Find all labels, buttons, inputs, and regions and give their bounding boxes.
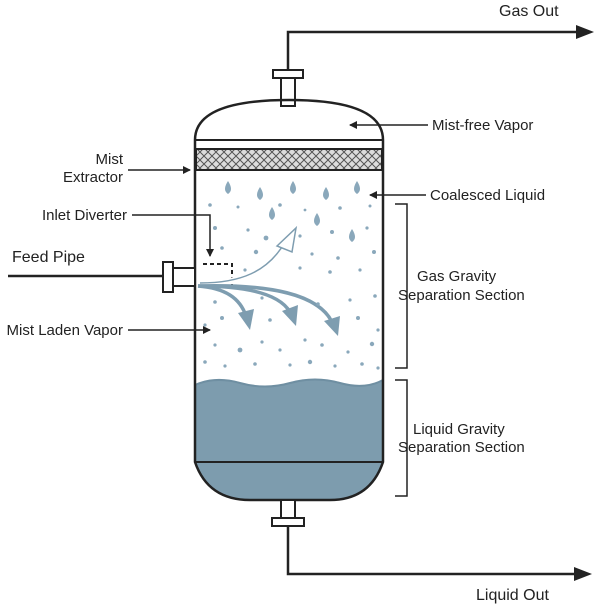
coalesced-liquid-label: Coalesced Liquid bbox=[430, 187, 545, 204]
inlet-flange bbox=[162, 261, 174, 293]
mist-particle bbox=[260, 296, 264, 300]
mist-particle bbox=[338, 206, 342, 210]
liquid-section-bracket bbox=[395, 379, 408, 497]
mist-particle bbox=[346, 350, 350, 354]
flow-arrow-1 bbox=[197, 284, 248, 317]
vessel-shell bbox=[193, 98, 385, 502]
mist-particle bbox=[203, 323, 207, 327]
droplet bbox=[290, 181, 296, 194]
mist-particle bbox=[220, 316, 224, 320]
liquid-volume bbox=[195, 379, 383, 500]
mist-particles bbox=[203, 203, 380, 370]
mist-particle bbox=[307, 359, 313, 365]
liquid-out-label: Liquid Out bbox=[476, 587, 549, 604]
liquid-gravity-label-line2: Separation Section bbox=[398, 439, 525, 456]
liquid-out-arrow-head bbox=[574, 567, 592, 581]
droplet bbox=[225, 181, 231, 194]
mist-particle bbox=[336, 256, 340, 260]
mist-particle bbox=[368, 204, 372, 208]
mist-particle bbox=[356, 316, 360, 320]
mist-particle bbox=[253, 249, 259, 255]
gas-outlet-nozzle bbox=[280, 77, 296, 107]
mist-particle bbox=[246, 228, 250, 232]
rising-vapor-arrow-head bbox=[275, 225, 298, 254]
mist-free-vapor-label: Mist-free Vapor bbox=[432, 117, 533, 134]
mist-particle bbox=[348, 298, 352, 302]
gas-outlet-pipe bbox=[272, 25, 594, 107]
mist-particle bbox=[358, 268, 362, 272]
liquid-outlet-nozzle bbox=[280, 499, 296, 519]
mist-particle bbox=[220, 246, 224, 250]
mist-particle bbox=[298, 266, 302, 270]
inlet-diverter-label: Inlet Diverter bbox=[42, 207, 127, 224]
mist-particle bbox=[213, 300, 217, 304]
mist-particle bbox=[376, 366, 380, 370]
liquid-surface bbox=[194, 378, 384, 388]
mist-particle bbox=[263, 235, 269, 241]
mist-particle bbox=[298, 234, 302, 238]
gas-gravity-label-line2: Separation Section bbox=[398, 287, 525, 304]
liquid-outlet-pipe bbox=[271, 499, 592, 581]
mist-particle bbox=[310, 252, 314, 256]
inlet-nozzle bbox=[172, 267, 196, 287]
gas-out-arrow-head bbox=[576, 25, 594, 39]
mist-particle bbox=[328, 270, 332, 274]
mist-particle bbox=[330, 230, 334, 234]
mist-particle bbox=[369, 341, 375, 347]
mist-particle bbox=[320, 343, 324, 347]
gas-outlet-flange bbox=[272, 69, 304, 79]
mist-particle bbox=[253, 362, 257, 366]
mist-particle bbox=[278, 348, 282, 352]
gas-gravity-label-line1: Gas Gravity bbox=[417, 268, 497, 285]
mist-particle bbox=[243, 268, 247, 272]
mist-particle bbox=[376, 328, 380, 332]
liquid-gravity-label-line1: Liquid Gravity bbox=[413, 421, 505, 438]
droplet bbox=[314, 213, 320, 226]
droplet bbox=[269, 207, 275, 220]
gas-section-bracket bbox=[395, 203, 408, 369]
mist-extractor-pad bbox=[195, 148, 383, 171]
mist-particle bbox=[213, 226, 217, 230]
mist-particle bbox=[268, 318, 272, 322]
droplet bbox=[349, 229, 355, 242]
droplet bbox=[257, 187, 263, 200]
mist-particle bbox=[203, 360, 207, 364]
mist-particle bbox=[208, 203, 212, 207]
mist-extractor-label-line1: Mist bbox=[96, 151, 124, 168]
inlet-diverter-arrow bbox=[132, 214, 214, 257]
mist-particle bbox=[236, 205, 240, 209]
mist-particle bbox=[303, 208, 307, 212]
mist-particle bbox=[303, 338, 307, 342]
label-arrows bbox=[128, 121, 428, 334]
feed-inlet bbox=[8, 261, 233, 293]
mist-particle bbox=[316, 302, 320, 306]
flow-arrows bbox=[197, 225, 340, 336]
mist-particle bbox=[365, 226, 369, 230]
mist-particle bbox=[373, 294, 377, 298]
liquid-outlet-flange bbox=[271, 517, 305, 527]
mist-particle bbox=[372, 250, 376, 254]
mist-extractor-label-line2: Extractor bbox=[63, 169, 123, 186]
feed-pipe-label: Feed Pipe bbox=[12, 249, 85, 266]
mist-particle bbox=[278, 203, 282, 207]
flow-arrow-3 bbox=[197, 284, 334, 323]
mist-particle bbox=[260, 340, 264, 344]
mist-particle bbox=[333, 364, 337, 368]
droplet bbox=[323, 187, 329, 200]
mist-particle bbox=[360, 362, 364, 366]
mist-particle bbox=[288, 363, 292, 367]
mist-particle bbox=[237, 347, 243, 353]
mist-particle bbox=[223, 364, 227, 368]
droplet bbox=[354, 181, 360, 194]
gas-out-label: Gas Out bbox=[499, 3, 559, 20]
mist-laden-vapor-label: Mist Laden Vapor bbox=[7, 322, 123, 339]
mist-particle bbox=[213, 343, 217, 347]
coalesced-droplets bbox=[225, 181, 360, 242]
